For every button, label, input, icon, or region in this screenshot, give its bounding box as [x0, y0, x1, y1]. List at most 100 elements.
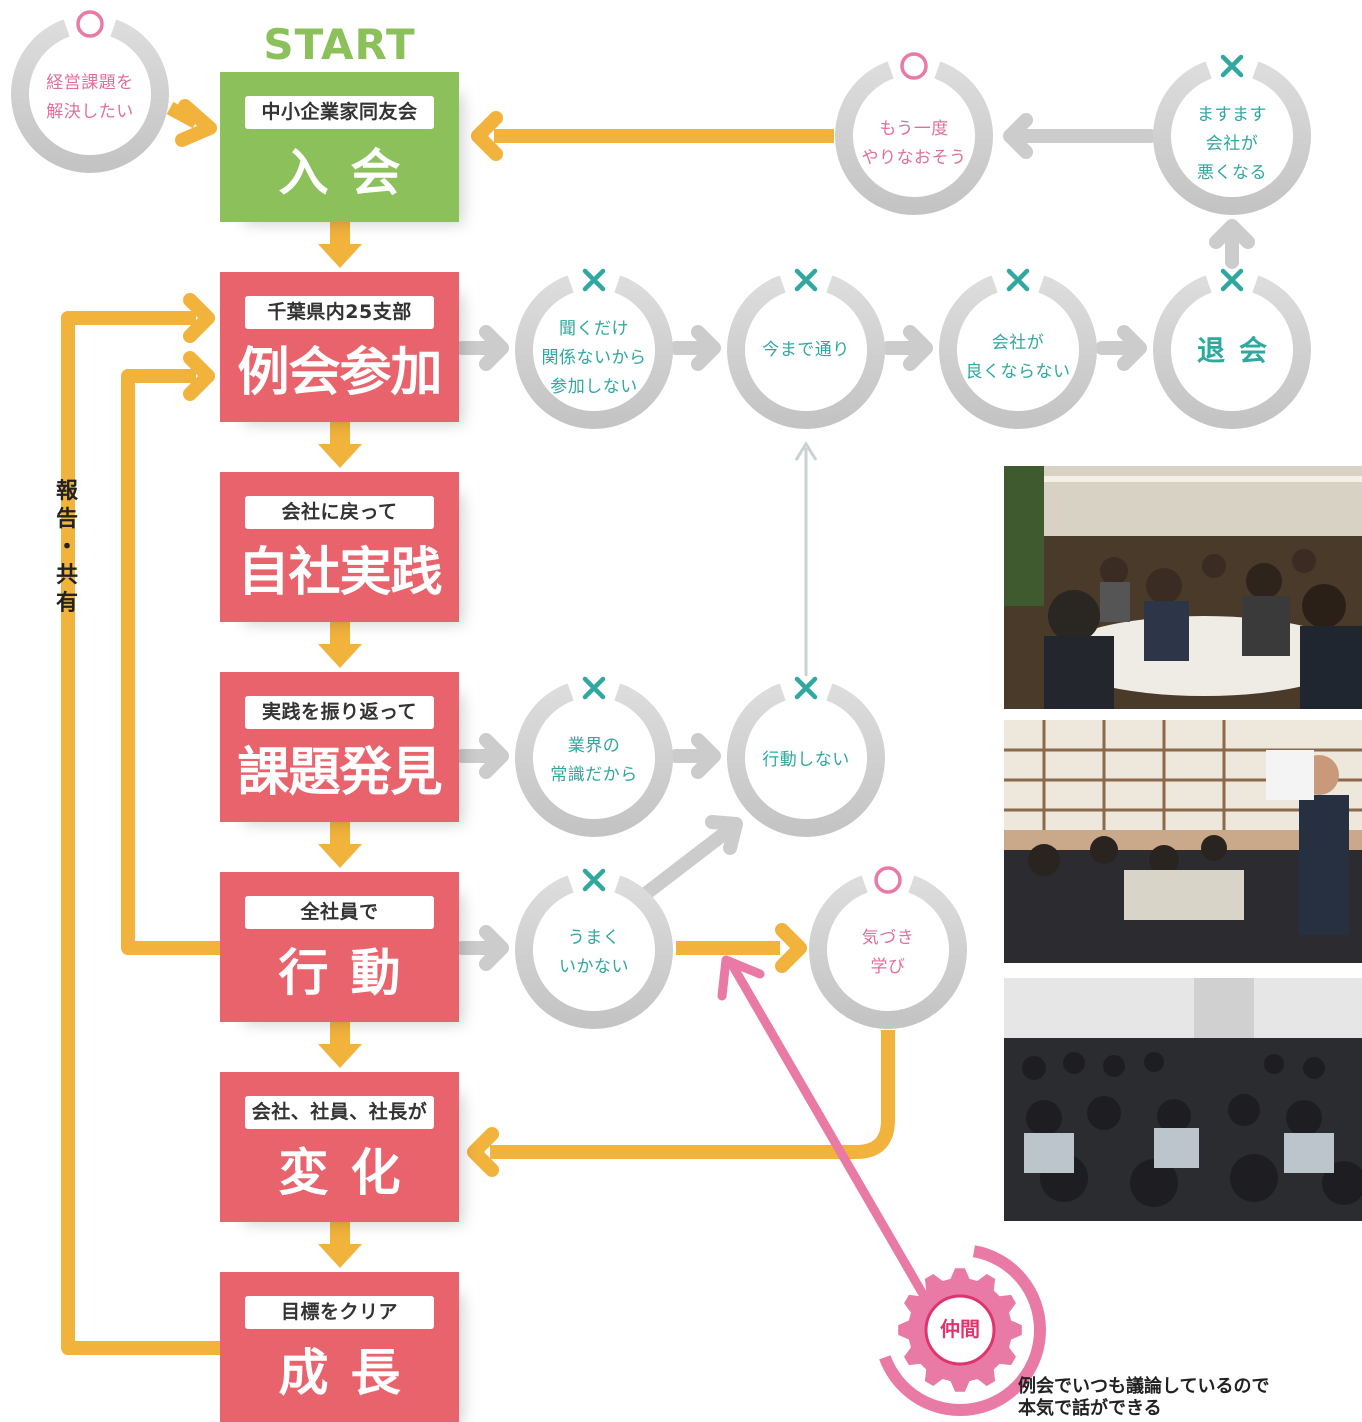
node-not-going-well: うまく いかない [514, 870, 674, 1030]
gray-2 [669, 325, 721, 371]
gray-4 [1095, 325, 1147, 371]
node-line: ますます [1197, 104, 1267, 125]
report-share-label: 報 告 ・ 共 有 [52, 478, 82, 618]
node-want-solve-text: 経営課題を 解決したい [10, 14, 170, 174]
node-awareness: 気づき 学び [808, 870, 968, 1030]
cross-mark-icon [582, 868, 606, 892]
companion-note-line: 例会でいつも議論しているので [1018, 1376, 1270, 1397]
head-report-share [183, 293, 215, 343]
step-growth-caption: 目標をクリア [245, 1296, 434, 1329]
node-no-action: 行動しない [726, 678, 886, 838]
side-char: 有 [55, 591, 78, 616]
step-practice: 会社に戻って 自社実践 [220, 472, 459, 622]
node-no-action-text: 行動しない [726, 678, 886, 838]
step-action: 全社員で 行動 [220, 872, 459, 1022]
gray-thin-up [794, 441, 818, 676]
ring-listen_only [515, 275, 673, 429]
meeting-photo-3-image [1004, 978, 1362, 1221]
arrow-down-6 [318, 1222, 362, 1268]
step-find-title: 課題発見 [237, 743, 442, 803]
companion-note: 例会でいつも議論しているので 本気で話ができる [1018, 1376, 1358, 1420]
node-not-going-well-text: うまく いかない [514, 870, 674, 1030]
node-line: 会社が [991, 333, 1045, 353]
cross-mark-icon [794, 676, 818, 700]
gray-8 [641, 815, 743, 899]
gray-5 [455, 733, 509, 779]
negative-arrows [455, 113, 1255, 971]
step-practice-title: 自社実践 [237, 543, 442, 603]
meeting-photo-3 [1004, 978, 1362, 1221]
side-char: 告 [55, 507, 78, 532]
step-growth-title: 成長 [278, 1344, 423, 1402]
ring-once_more [835, 61, 993, 215]
node-listen-only-text: 聞くだけ 関係ないから 参加しない [514, 270, 674, 430]
cross-mark-icon [1220, 268, 1244, 292]
node-once-more-text: もう一度 やりなおそう [834, 56, 994, 216]
meeting-photo-1 [1004, 466, 1362, 709]
node-not-better-text: 会社が 良くならない [938, 270, 1098, 430]
node-line: 良くならない [965, 362, 1071, 382]
ring-as_before [727, 275, 885, 429]
cross-mark-icon [582, 268, 606, 292]
node-line: 常識だから [550, 765, 638, 785]
node-withdraw: 退会 [1152, 270, 1312, 430]
node-as-before: 今まで通り [726, 270, 886, 430]
companion-arrow [717, 955, 929, 1301]
node-line: 関係ないから [541, 347, 647, 368]
step-join: 中小企業家同友会 入会 [220, 72, 459, 222]
side-char: ・ [55, 535, 78, 560]
step-attend-meeting: 千葉県内25支部 例会参加 [220, 272, 459, 422]
ring-industry_common [515, 683, 673, 837]
arrow-down-4 [318, 822, 362, 868]
arrow-down-2 [318, 422, 362, 468]
node-awareness-text: 気づき 学び [808, 870, 968, 1030]
step-find-issues: 実践を振り返って 課題発見 [220, 672, 459, 822]
gray-7 [455, 925, 509, 971]
companion-gear [879, 1245, 1046, 1416]
ring-not_going_well [515, 875, 673, 1029]
node-line: 退会 [1196, 333, 1281, 367]
node-want-solve: 経営課題を 解決したい [10, 14, 170, 174]
companion-note-line: 本気で話ができる [1018, 1398, 1162, 1419]
ring-layer [11, 10, 1311, 1029]
node-line: 会社が [1205, 133, 1259, 154]
step-find-caption: 実践を振り返って [245, 696, 434, 729]
step-join-caption: 中小企業家同友会 [245, 96, 434, 129]
cross-mark-icon [1220, 54, 1244, 78]
meeting-photo-2 [1004, 720, 1362, 963]
circle-mark-icon [874, 866, 902, 894]
node-line: 今まで通り [762, 339, 850, 360]
companion-label: 仲間 [940, 1317, 980, 1341]
step-change-caption: 会社、社員、社長が [245, 1096, 434, 1129]
gray-up [1209, 219, 1255, 269]
node-line: いかない [559, 957, 629, 977]
node-worse: ますます 会社が 悪くなる [1152, 56, 1312, 216]
node-industry-common: 業界の 常識だから [514, 678, 674, 838]
gray-1 [455, 325, 509, 371]
ring-withdraw [1153, 275, 1311, 429]
companion-head [717, 955, 765, 1001]
node-line: 解決したい [46, 102, 134, 122]
arrow-down-5 [318, 1022, 362, 1068]
cross-mark-icon [1006, 268, 1030, 292]
start-label: START [263, 20, 416, 69]
gray-3 [881, 325, 933, 371]
head-fail-aware [775, 923, 807, 973]
step-action-caption: 全社員で [245, 896, 434, 929]
head-restart [471, 111, 503, 161]
ring-worse [1153, 61, 1311, 215]
meeting-photo-1-image [1004, 466, 1362, 709]
step-change-title: 変化 [278, 1144, 423, 1202]
head-action-retry [183, 351, 215, 401]
loop-action-retry [121, 369, 220, 955]
gear-center [924, 1294, 996, 1366]
node-line: 悪くなる [1197, 162, 1267, 183]
node-line: 経営課題を [46, 73, 134, 93]
circle-mark-icon [900, 52, 928, 80]
step-arrows [318, 222, 362, 1268]
node-line: 聞くだけ [559, 318, 629, 339]
node-line: 学び [870, 957, 906, 977]
node-as-before-text: 今まで通り [726, 270, 886, 430]
